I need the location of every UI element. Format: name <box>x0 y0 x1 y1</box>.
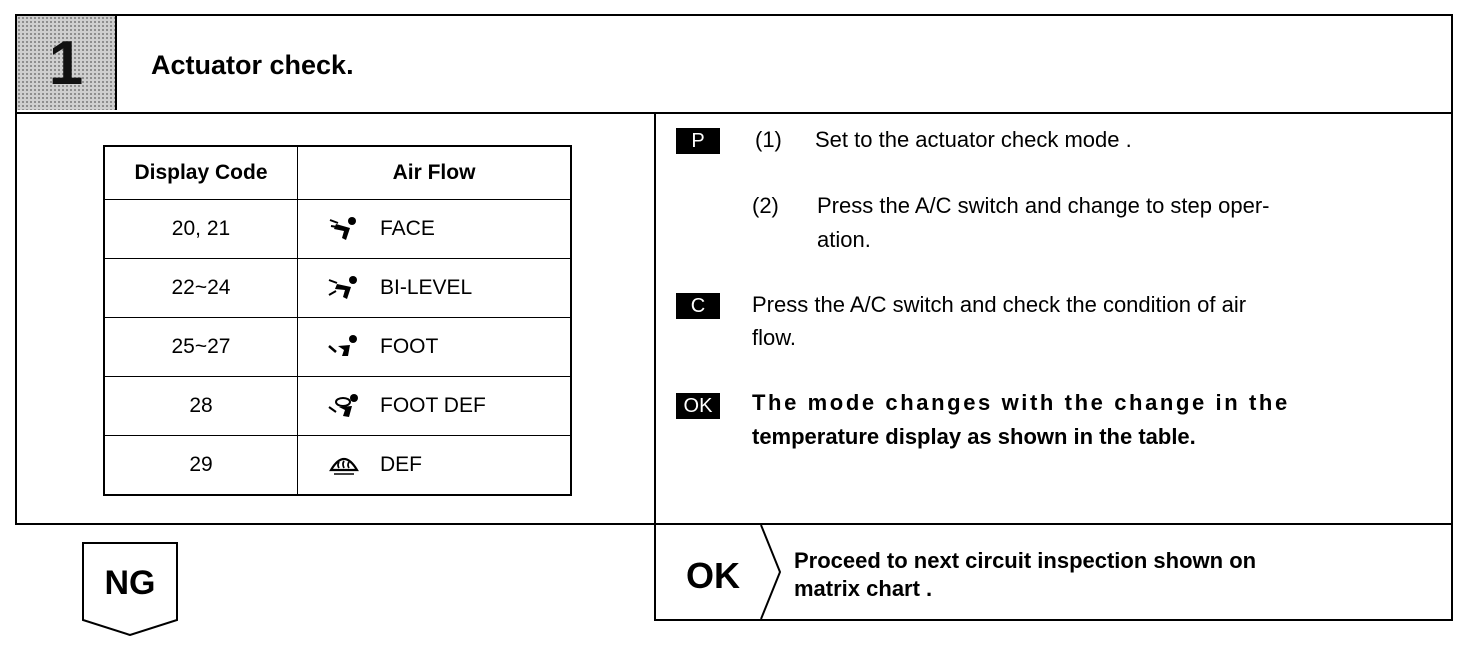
ok-text-line2: matrix chart . <box>794 576 933 601</box>
display-code-table: Display Code Air Flow 20, 21 FACE 22~24 <box>103 145 572 496</box>
foot-vent-icon <box>328 335 357 356</box>
step-title: Actuator check. <box>151 50 354 80</box>
check-tag: C <box>676 293 720 319</box>
step-header: 1 Actuator check. <box>17 16 1451 114</box>
ng-arrow-shape <box>82 542 178 637</box>
display-code-cell: 22~24 <box>103 258 298 318</box>
step-1-text: Set to the actuator check mode . <box>815 127 1132 152</box>
column-divider <box>654 112 656 523</box>
air-flow-label: FOOT <box>380 335 439 358</box>
check-text-line2: flow. <box>752 325 797 350</box>
step-number: 1 <box>48 28 84 98</box>
step-2-text-line1: Press the A/C switch and change to step … <box>817 193 1270 218</box>
step-2-text-line2: ation. <box>817 227 871 252</box>
check-text-line1: Press the A/C switch and check the condi… <box>752 292 1247 317</box>
step-2-number: (2) <box>752 193 779 218</box>
table-row: 22~24 BI-LEVEL <box>103 258 572 318</box>
ok-label: OK <box>686 555 740 596</box>
table-row: 29 DEF <box>103 435 572 496</box>
table-row: 25~27 FOOT <box>103 317 572 377</box>
ok-condition-tag: OK <box>676 393 720 419</box>
foot-def-vent-icon <box>328 394 358 417</box>
ok-result-box: OK Proceed to next circuit inspection sh… <box>654 525 1453 621</box>
column-header-air-flow: Air Flow <box>297 145 572 200</box>
display-code-cell: 25~27 <box>103 317 298 377</box>
defroster-icon <box>329 457 359 475</box>
ok-condition-line1: The mode changes with the change in the <box>752 390 1290 415</box>
ng-label: NG <box>104 564 156 602</box>
air-flow-label: FACE <box>380 217 435 240</box>
table-row: 28 FOOT DEF <box>103 376 572 436</box>
ok-chevron-shape <box>760 525 782 619</box>
ng-result-box: NG <box>82 542 178 637</box>
display-code-cell: 29 <box>103 435 298 496</box>
bi-level-vent-icon <box>328 276 357 299</box>
air-flow-label: BI-LEVEL <box>380 276 473 299</box>
display-code-cell: 20, 21 <box>103 199 298 259</box>
step-number-box <box>17 16 117 110</box>
column-header-display-code: Display Code <box>103 145 298 200</box>
ok-condition-line2: temperature display as shown in the tabl… <box>752 424 1196 449</box>
table-header-row: Display Code Air Flow <box>103 145 572 200</box>
face-vent-icon <box>329 217 356 240</box>
ok-text-line1: Proceed to next circuit inspection shown… <box>794 548 1257 573</box>
table-row: 20, 21 FACE <box>103 199 572 259</box>
air-flow-label: DEF <box>380 453 422 476</box>
step-1-number: (1) <box>755 127 782 152</box>
air-flow-label: FOOT DEF <box>380 394 486 417</box>
display-code-cell: 28 <box>103 376 298 436</box>
procedure-tag: P <box>676 128 720 154</box>
step-frame: 1 Actuator check. Display Code Air Flow … <box>15 14 1453 525</box>
